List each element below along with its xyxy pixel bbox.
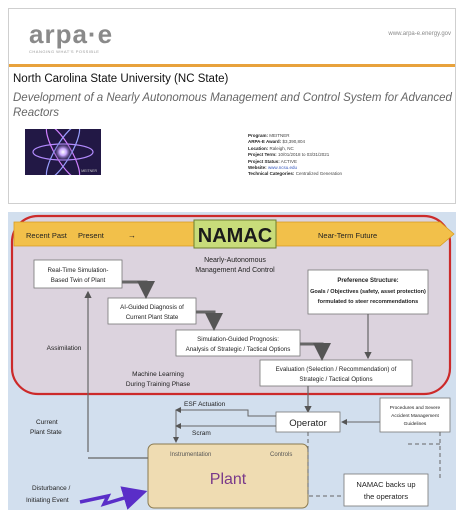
- timeline-arrow-glyph: →: [128, 231, 136, 240]
- backup-dashed-link: [307, 448, 344, 497]
- namac-title-box: [193, 219, 277, 249]
- detail-row: ARPA-E Award: $3,390,804: [248, 139, 305, 145]
- namac-backup-line-1: NAMAC backs up: [356, 480, 415, 489]
- current-plant-state-label-1: Current: [36, 419, 58, 426]
- detail-row: Project Status: ACTIVE: [248, 158, 298, 164]
- disturbance-arrow: [79, 486, 148, 510]
- scram-label: Scram: [192, 430, 211, 437]
- flow-arrow: [196, 310, 223, 331]
- project-card: arpa·e CHANGING WHAT'S POSSIBLE www.arpa…: [8, 8, 456, 204]
- disturbance-label-2: Initiating Event: [26, 497, 69, 504]
- digital-twin-line-1: Real-Time Simulation-: [48, 267, 109, 274]
- prognosis-line-1: Simulation-Guided Prognosis:: [197, 336, 279, 343]
- timeline-right-label: Near-Term Future: [318, 231, 377, 240]
- atom-icon: MEITNER: [25, 129, 101, 175]
- logo-tagline: CHANGING WHAT'S POSSIBLE: [29, 49, 100, 54]
- preference-structure-box: [307, 269, 429, 315]
- procedures-line-1: Procedures and Severe: [390, 405, 441, 411]
- preference-line-3: formulated to steer recommendations: [318, 299, 418, 305]
- detail-row: Technical Categories: Centralized Genera…: [248, 171, 342, 177]
- esf-arrow: [175, 407, 276, 417]
- namac-subtitle-1: Nearly-Autonomous: [204, 257, 266, 264]
- procedures-line-2: Accident Management: [391, 413, 439, 419]
- current-plant-state-label-2: Plant State: [30, 429, 62, 436]
- atom-image-label: MEITNER: [81, 169, 97, 173]
- evaluation-line-2: Strategic / Tactical Options: [299, 376, 372, 383]
- prognosis-box: [175, 329, 301, 357]
- digital-twin-box: [33, 259, 123, 289]
- procedures-line-3: Guidelines: [404, 421, 427, 427]
- evaluation-box: [259, 359, 413, 387]
- machine-learning-label-1: Machine Learning: [132, 371, 184, 378]
- instrumentation-label: Instrumentation: [170, 452, 211, 458]
- institution-name: North Carolina State University (NC Stat…: [13, 73, 229, 85]
- project-title: Development of a Nearly Autonomous Manag…: [13, 92, 452, 119]
- preference-line-1: Preference Structure:: [337, 278, 398, 284]
- preference-line-2: Goals / Objectives (safety, asset protec…: [310, 289, 426, 295]
- detail-row: Program: MEITNER: [248, 133, 290, 138]
- namac-subtitle-2: Management And Control: [195, 267, 275, 274]
- detail-row: Website: www.ncsu.edu: [248, 165, 297, 171]
- flow-arrow: [122, 280, 155, 299]
- detail-row: Project Term: 10/01/2018 to 03/31/2021: [248, 152, 330, 158]
- flow-arrow: [300, 342, 331, 361]
- project-details: Program: MEITNER ARPA-E Award: $3,390,80…: [248, 133, 342, 178]
- ai-diagnosis-line-1: AI-Guided Diagnosis of: [120, 304, 184, 311]
- digital-twin-line-2: Based Twin of Plant: [51, 277, 106, 284]
- assimilation-label: Assimilation: [47, 345, 82, 352]
- plant-label: Plant: [210, 471, 247, 488]
- header-divider: [9, 64, 455, 67]
- website-url[interactable]: www.arpa-e.energy.gov: [388, 31, 451, 37]
- detail-row: Location: Raleigh, NC: [248, 145, 294, 151]
- operator-label: Operator: [289, 418, 327, 429]
- website-link[interactable]: www.ncsu.edu: [267, 165, 297, 171]
- ai-diagnosis-line-2: Current Plant State: [126, 314, 179, 321]
- atom-image: MEITNER: [25, 129, 101, 175]
- controls-label: Controls: [270, 452, 292, 458]
- prognosis-line-2: Analysis of Strategic / Tactical Options: [186, 346, 291, 353]
- namac-backup-box: [343, 473, 429, 507]
- disturbance-label-1: Disturbance /: [32, 485, 70, 492]
- timeline-present-label: Present: [78, 231, 105, 240]
- namac-diagram: Recent Past Present → → Near-Term Future…: [8, 212, 456, 510]
- machine-learning-label-2: During Training Phase: [126, 381, 191, 388]
- evaluation-line-1: Evaluation (Selection / Recommendation) …: [276, 366, 397, 373]
- arpa-e-logo: arpa·e: [29, 19, 114, 49]
- timeline-left-label: Recent Past: [26, 231, 68, 240]
- namac-title: NAMAC: [198, 225, 272, 247]
- esf-actuation-label: ESF Actuation: [184, 401, 226, 408]
- namac-backup-line-2: the operators: [364, 492, 408, 501]
- procedures-box: [379, 397, 451, 433]
- ai-diagnosis-box: [107, 297, 197, 325]
